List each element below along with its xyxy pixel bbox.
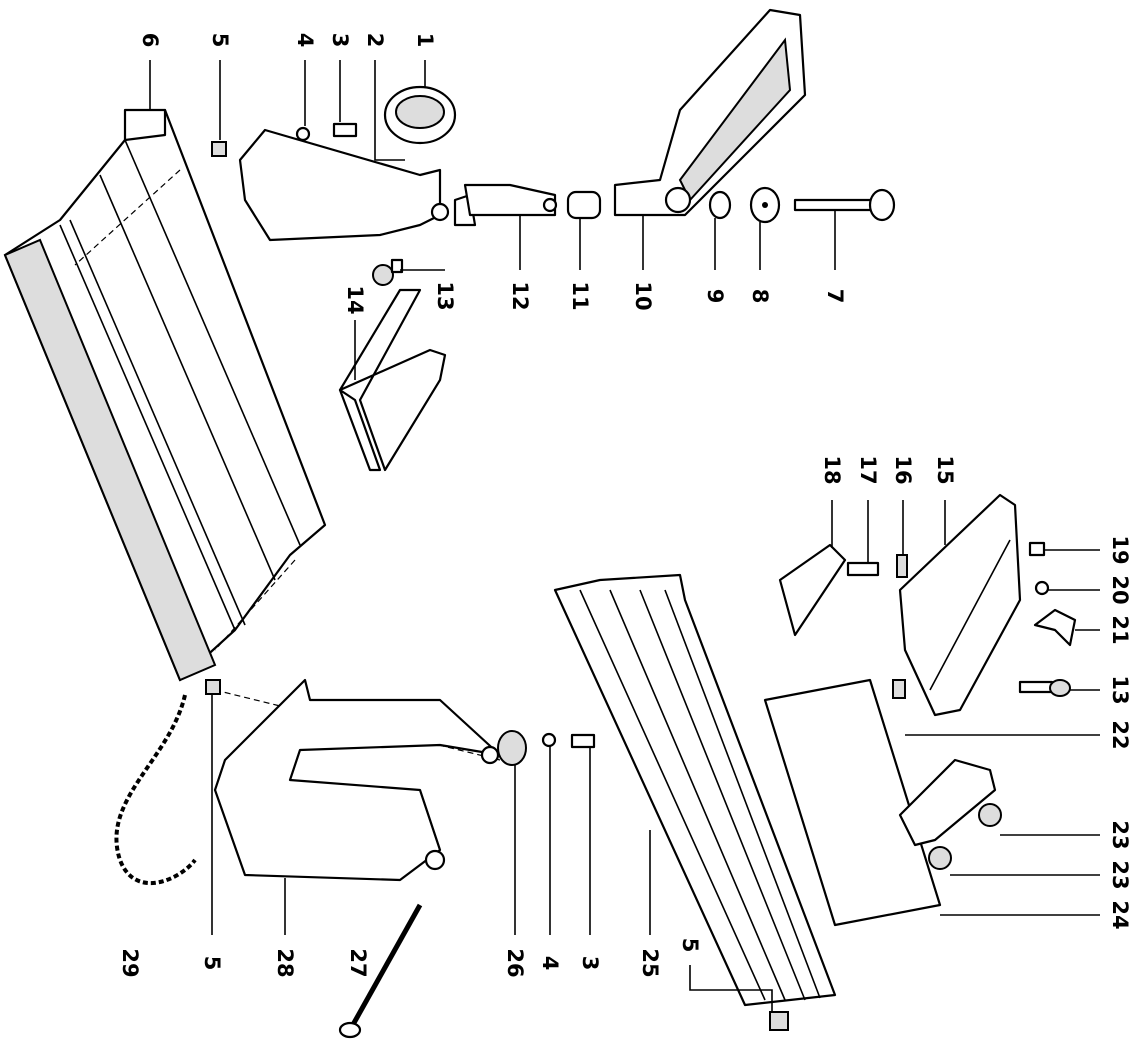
part-8-washer bbox=[749, 186, 781, 224]
part-10-handle bbox=[613, 8, 807, 217]
part-6-rail bbox=[3, 108, 327, 682]
label-9: 9 bbox=[703, 289, 727, 304]
label-23-a: 23 bbox=[1108, 820, 1132, 849]
label-2: 2 bbox=[363, 33, 387, 48]
part-16-pin bbox=[896, 554, 908, 578]
label-12: 12 bbox=[508, 281, 532, 310]
part-29-chain bbox=[114, 694, 197, 885]
part-25-rail bbox=[553, 573, 837, 1007]
label-14: 14 bbox=[343, 285, 367, 314]
part-13-knob-right bbox=[1018, 679, 1071, 697]
label-8: 8 bbox=[748, 289, 772, 304]
part-9-ring bbox=[708, 190, 732, 220]
part-11-spring bbox=[566, 190, 602, 220]
label-13: 13 bbox=[433, 281, 457, 310]
label-23-b: 23 bbox=[1108, 860, 1132, 889]
part-19-screw bbox=[1028, 541, 1046, 557]
label-11: 11 bbox=[568, 281, 592, 310]
part-3-screw bbox=[332, 122, 358, 138]
part-15-guide bbox=[898, 493, 1022, 717]
part-5-nut-bottom-left bbox=[205, 679, 221, 695]
label-20: 20 bbox=[1108, 575, 1132, 604]
label-5-bottom: 5 bbox=[678, 938, 702, 953]
part-27-rod bbox=[338, 903, 423, 1039]
label-19: 19 bbox=[1108, 535, 1132, 564]
part-23-knob-b bbox=[928, 846, 952, 870]
part-4-washer-bottom bbox=[541, 732, 557, 748]
label-4: 4 bbox=[293, 33, 317, 48]
label-10: 10 bbox=[631, 281, 655, 310]
label-5: 5 bbox=[208, 33, 232, 48]
label-3: 3 bbox=[328, 33, 352, 48]
part-21-angle bbox=[1033, 608, 1077, 647]
label-4-bottom: 4 bbox=[538, 956, 562, 971]
label-3-bottom: 3 bbox=[578, 956, 602, 971]
label-27: 27 bbox=[346, 948, 370, 977]
part-28-bracket bbox=[213, 678, 502, 882]
label-17: 17 bbox=[856, 455, 880, 484]
part-26-knob bbox=[497, 730, 527, 766]
label-15: 15 bbox=[933, 455, 957, 484]
part-13-knob bbox=[372, 258, 404, 286]
label-22: 22 bbox=[1108, 720, 1132, 749]
leader-lines bbox=[149, 60, 1100, 1012]
label-26: 26 bbox=[503, 948, 527, 977]
part-24-plate bbox=[763, 678, 997, 927]
part-1-bearing bbox=[383, 85, 457, 145]
label-29: 29 bbox=[118, 948, 142, 977]
label-25: 25 bbox=[638, 948, 662, 977]
part-7-bolt bbox=[793, 188, 896, 222]
part-5-nut-bottom bbox=[769, 1011, 789, 1031]
label-13-right: 13 bbox=[1108, 675, 1132, 704]
part-22-pin bbox=[892, 679, 906, 699]
label-1: 1 bbox=[413, 33, 437, 48]
label-6: 6 bbox=[138, 33, 162, 48]
label-18: 18 bbox=[820, 455, 844, 484]
label-28: 28 bbox=[273, 948, 297, 977]
label-7: 7 bbox=[823, 289, 847, 304]
part-18-slide bbox=[778, 543, 847, 637]
label-16: 16 bbox=[891, 455, 915, 484]
part-17-screw bbox=[846, 561, 880, 577]
part-23-knob-a bbox=[978, 803, 1002, 827]
part-5-nut bbox=[211, 141, 227, 157]
label-24: 24 bbox=[1108, 900, 1132, 929]
label-21: 21 bbox=[1108, 615, 1132, 644]
part-4-washer bbox=[295, 126, 311, 142]
part-12-shaft bbox=[463, 183, 558, 217]
part-14-clamp bbox=[338, 288, 447, 472]
part-number-labels: 6 5 4 3 2 1 13 12 11 10 9 8 7 14 18 17 1… bbox=[118, 33, 1132, 978]
part-2-bracket bbox=[238, 128, 477, 242]
part-20-washer bbox=[1034, 580, 1050, 596]
label-5-bottom-left: 5 bbox=[200, 956, 224, 971]
part-3-screw-bottom bbox=[570, 733, 596, 749]
